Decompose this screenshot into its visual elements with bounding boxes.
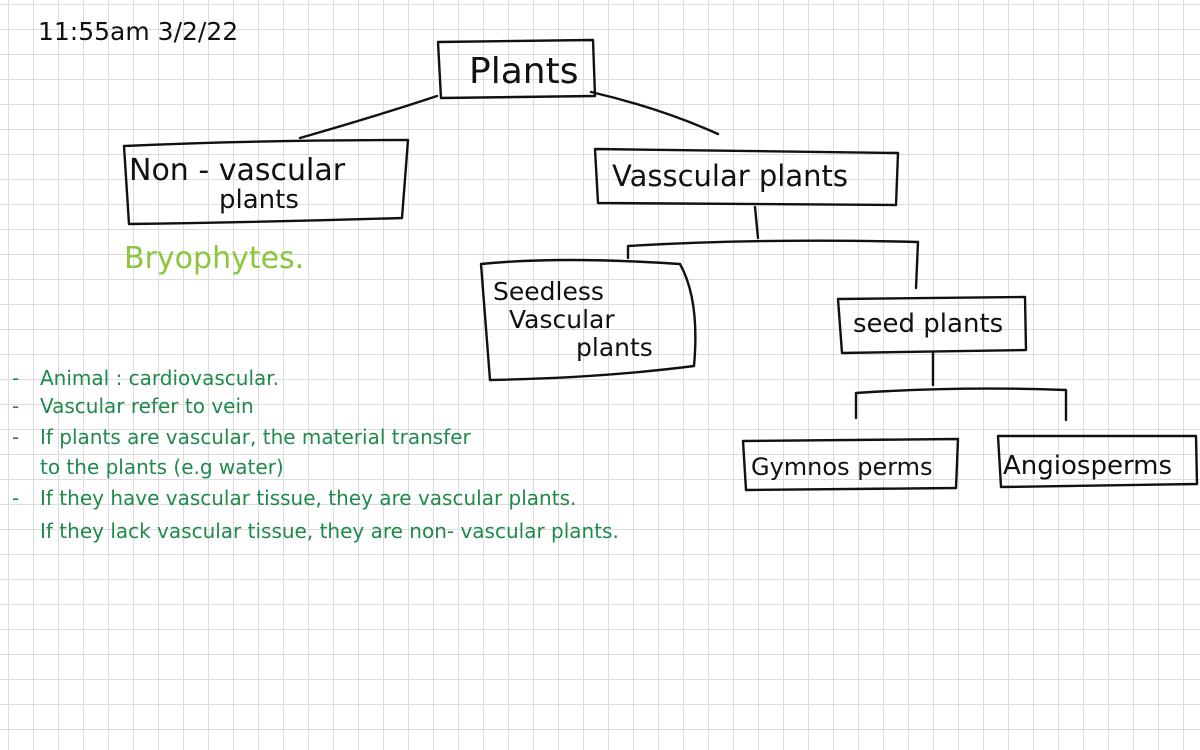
connector-root-nonvascular xyxy=(298,94,439,140)
node-seedless-line1: Seedless xyxy=(493,277,604,306)
node-seedless-line2: Vascular xyxy=(509,305,615,334)
node-gymnosperms-box xyxy=(741,437,960,492)
node-non-vascular-line1: Non - vascular xyxy=(129,153,346,188)
connector-vascular-down xyxy=(753,205,760,240)
note-bullet: - xyxy=(12,394,19,418)
node-vascular-label: Vasscular plants xyxy=(612,159,848,193)
node-seedless-line3: plants xyxy=(576,333,653,362)
connector-vascular-branches xyxy=(626,239,920,290)
node-seed-plants: seed plants xyxy=(836,295,1028,355)
tree-connectors xyxy=(298,90,1068,422)
note-bullet: - xyxy=(12,366,19,390)
bryophytes-label: Bryophytes. xyxy=(124,241,304,276)
note-bullet: - xyxy=(12,425,19,449)
note-line: If they lack vascular tissue, they are n… xyxy=(40,519,619,543)
node-plants: Plants xyxy=(436,38,597,100)
node-seed-plants-box xyxy=(836,295,1028,355)
note-line: to the plants (e.g water) xyxy=(40,455,284,479)
note-line: Animal : cardiovascular. xyxy=(40,366,279,390)
node-vascular: Vasscular plants xyxy=(593,147,900,207)
note-line: If plants are vascular, the material tra… xyxy=(40,425,472,449)
node-plants-label: Plants xyxy=(469,51,578,92)
connector-seed-branches xyxy=(854,387,1068,422)
node-non-vascular-box xyxy=(122,138,410,226)
connector-root-vascular xyxy=(589,90,720,136)
note-line: If they have vascular tissue, they are v… xyxy=(40,486,576,510)
node-seedless-vascular: Seedless Vascular plants xyxy=(479,258,697,382)
node-angiosperms: Angiosperms xyxy=(996,434,1199,489)
note-line: Vascular refer to vein xyxy=(40,394,254,418)
node-angiosperms-label: Angiosperms xyxy=(1003,451,1172,481)
node-non-vascular: Non - vascular plants xyxy=(122,138,410,226)
notes: - Animal : cardiovascular. - Vascular re… xyxy=(12,366,619,543)
node-seedless-box xyxy=(479,258,697,382)
node-vascular-box xyxy=(593,147,900,207)
node-non-vascular-line2: plants xyxy=(219,185,299,215)
node-plants-box xyxy=(436,38,597,100)
timestamp: 11:55am 3/2/22 xyxy=(38,17,238,46)
node-seed-plants-label: seed plants xyxy=(853,309,1003,339)
node-gymnosperms: Gymnos perms xyxy=(741,437,960,492)
node-gymnosperms-label: Gymnos perms xyxy=(751,453,933,481)
note-bullet: - xyxy=(12,486,19,510)
node-angiosperms-box xyxy=(996,434,1199,489)
